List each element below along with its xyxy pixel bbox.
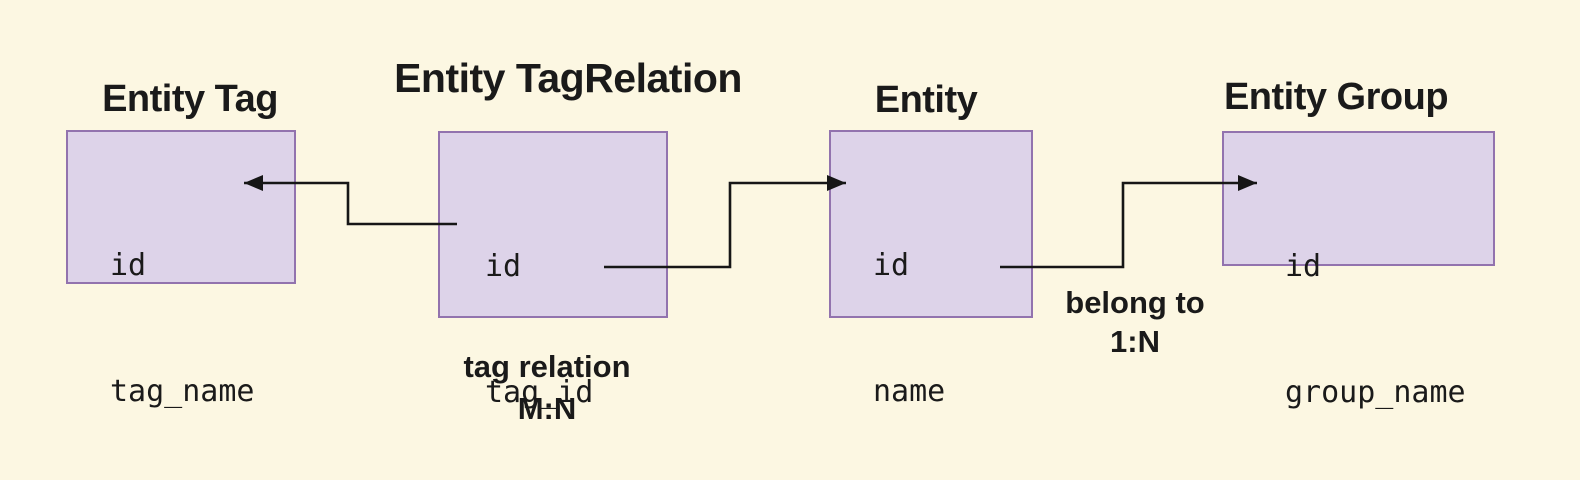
entity-tag-title: Entity Tag [102, 78, 278, 120]
entity-title: Entity [874, 79, 978, 121]
entity-tag-box: id tag_name [66, 130, 296, 409]
relation-cardinality: M:N [517, 391, 577, 426]
entity-fields: id name group_id [831, 132, 1031, 480]
relation-name: tag relation [463, 349, 631, 384]
entity-tagrelation-title: Entity TagRelation [394, 55, 742, 101]
field-name: name [873, 374, 946, 409]
entity-box: id name group_id [829, 130, 1033, 409]
relation-name: belong to [1065, 285, 1205, 320]
field-tag-name: tag_name [110, 374, 255, 409]
entity-tag-fields: id tag_name [68, 132, 294, 480]
entity-group-fields: id group_name [1224, 133, 1493, 480]
entity-tagrelation-box: id tag_id entity_id [438, 131, 668, 410]
field-id: id [873, 248, 910, 283]
field-group-name: group_name [1285, 375, 1466, 410]
field-id: id [110, 248, 147, 283]
entity-group-title: Entity Group [1223, 76, 1449, 118]
field-id: id [485, 249, 522, 284]
field-tag-id: tag_id [485, 375, 594, 410]
field-id: id [1285, 249, 1322, 284]
entity-tagrelation-fields: id tag_id entity_id [440, 133, 666, 480]
relation-label-tag-relation: tag relation M:N [463, 346, 630, 430]
relation-cardinality: 1:N [1110, 324, 1160, 359]
connector-entity-to-group-arrow [1000, 175, 1257, 269]
relation-label-belong-to: belong to 1:N [1065, 283, 1204, 361]
entity-group-box: id group_name [1222, 131, 1495, 410]
